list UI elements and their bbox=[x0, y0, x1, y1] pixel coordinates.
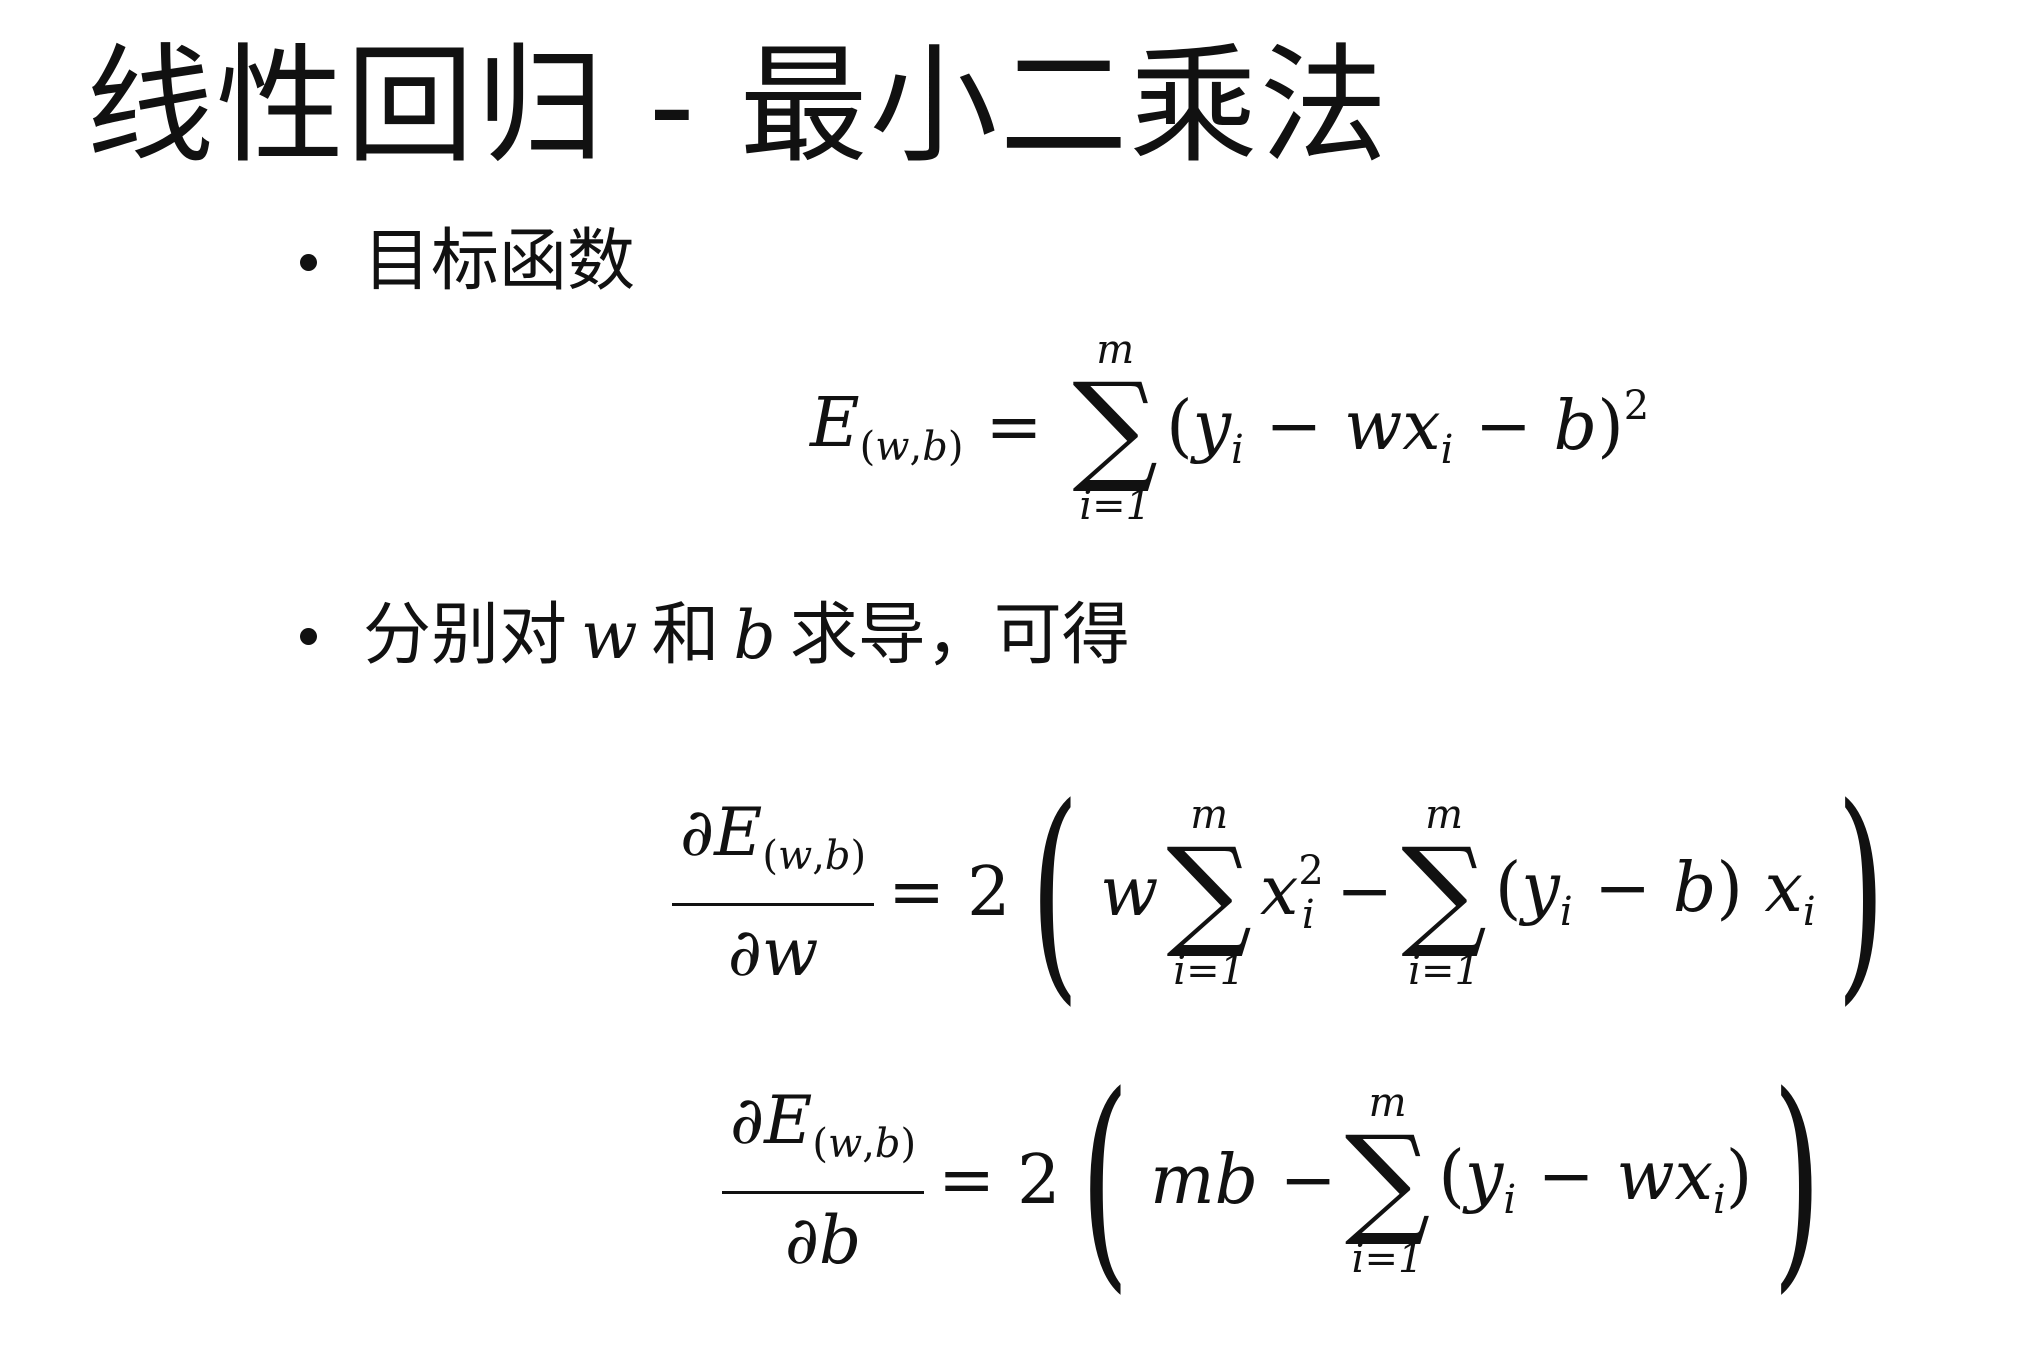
bullet-dot-icon bbox=[300, 253, 317, 271]
summation-symbol: m∑i=1 bbox=[1401, 792, 1487, 994]
variable-w: w bbox=[581, 597, 638, 674]
summation-symbol: m∑i=1 bbox=[1344, 1080, 1431, 1282]
variable-b: b bbox=[733, 597, 776, 674]
bullet-objective-function: 目标函数 bbox=[300, 222, 635, 302]
bullet-dot-icon bbox=[300, 627, 317, 645]
fraction: ∂E(w,b) ∂w bbox=[672, 792, 875, 994]
equation-objective: E(w,b) = m∑i=1 (yi − wxi − b)2 bbox=[810, 327, 1650, 529]
bullet-text-before: 分别对 bbox=[363, 596, 568, 675]
slide-title: 线性回归 - 最小二乘法 bbox=[86, 32, 1390, 181]
fraction: ∂E(w,b) ∂b bbox=[722, 1080, 925, 1282]
bullet-text: 目标函数 bbox=[363, 222, 636, 301]
bullet-text-mid: 和 bbox=[651, 596, 720, 675]
summation-symbol: m∑i=1 bbox=[1166, 792, 1252, 994]
summation-symbol: m∑i=1 bbox=[1072, 327, 1159, 529]
equation-partial-w: ∂E(w,b) ∂w =2 ( w m∑i=1 x2i − m∑i=1 (yi … bbox=[658, 778, 1905, 1008]
equation-partial-b: ∂E(w,b) ∂b =2 ( mb − m∑i=1 (yi − wxi) ) bbox=[708, 1066, 1842, 1296]
bullet-derivatives: 分别对 w 和 b 求导，可得 bbox=[300, 596, 1130, 676]
bullet-text-after: 求导，可得 bbox=[789, 596, 1130, 675]
